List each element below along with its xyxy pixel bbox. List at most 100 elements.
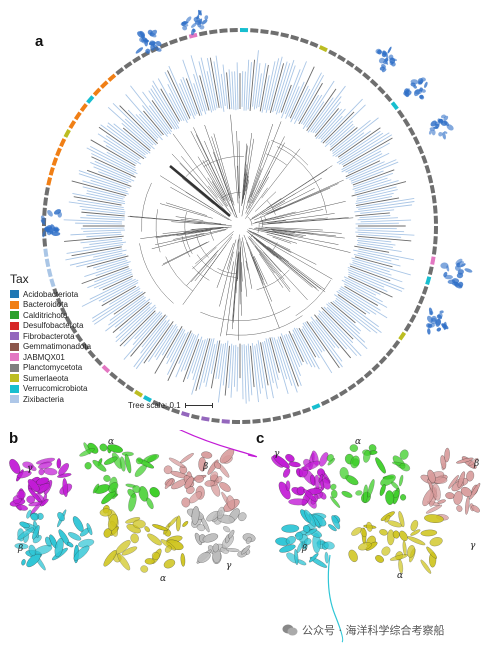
leaf-label — [310, 85, 346, 133]
ribbon-segment — [469, 482, 481, 500]
leaf-label — [209, 57, 220, 108]
structure-blob — [443, 321, 447, 331]
structure-blob — [429, 127, 435, 131]
leaf-label — [356, 189, 398, 200]
taxonomy-ring-segment — [363, 370, 373, 379]
leaf-label — [341, 142, 390, 171]
tree-branch — [255, 239, 275, 257]
c-gamma-domain — [271, 450, 331, 509]
leaf-label — [87, 269, 133, 289]
leaf-label — [332, 117, 379, 154]
legend-label: Calditrichota — [23, 310, 68, 320]
tree-branch — [248, 230, 333, 280]
leaf-label — [358, 248, 414, 261]
taxonomy-ring-segment — [43, 197, 49, 206]
tree-branch — [252, 209, 324, 224]
taxonomy-ring-segment — [46, 268, 53, 278]
leaf-label — [335, 130, 371, 157]
ribbon-segment — [54, 537, 64, 558]
leaf-label — [81, 278, 136, 307]
tree-branch — [266, 233, 298, 244]
leaf-label — [249, 59, 255, 112]
taxonomy-ring-segment — [425, 276, 432, 286]
taxonomy-ring-segment — [68, 120, 77, 130]
taxonomy-ring-segment — [262, 417, 271, 423]
leaf-label — [280, 333, 302, 386]
leaf-label — [86, 214, 125, 219]
ribbon-segment — [38, 468, 45, 476]
leaf-label — [105, 299, 146, 332]
leaf-label — [228, 69, 233, 110]
leaf-label — [109, 295, 145, 321]
ribbon-segment — [103, 475, 111, 482]
leaf-label — [280, 69, 301, 119]
tree-branch — [175, 216, 204, 221]
structure-blob — [47, 209, 53, 217]
ribbon-segment — [385, 490, 395, 505]
leaf-label — [341, 150, 382, 173]
leaf-label — [357, 252, 392, 262]
leaf-label — [135, 114, 159, 139]
ribbon-segment — [103, 456, 118, 465]
legend-label: Acidobacteriota — [23, 289, 79, 299]
ribbon-segment — [355, 490, 363, 496]
leaf-label — [348, 273, 388, 292]
tree-branch — [261, 187, 315, 216]
c-alpha-top-domain — [326, 444, 411, 508]
ribbon-segment — [468, 458, 479, 466]
leaf-label — [65, 248, 123, 261]
leaf-label — [231, 71, 235, 110]
leaf-label — [94, 160, 132, 178]
ribbon-segment — [163, 559, 176, 569]
ribbon-segment — [407, 536, 426, 546]
tree-branch — [182, 178, 214, 205]
leaf-label — [80, 227, 125, 230]
leaf-label — [352, 259, 390, 273]
legend-label: Gemmatimonadota — [23, 342, 92, 352]
leaf-label — [243, 71, 246, 111]
tree-branch — [259, 253, 284, 288]
ribbon-segment — [331, 515, 341, 530]
taxonomy-ring-segment — [392, 340, 401, 349]
structure-thumbnail — [428, 114, 454, 140]
leaf-label — [75, 222, 123, 225]
tree-branch — [204, 140, 230, 202]
legend-swatch — [10, 384, 19, 393]
tree-branch — [250, 234, 317, 289]
ribbon-segment — [387, 529, 395, 546]
leaf-label — [304, 321, 325, 352]
tree-arc — [196, 233, 209, 258]
legend-swatch — [10, 311, 19, 320]
leaf-label — [186, 336, 203, 380]
structure-blob — [185, 16, 192, 23]
tree-branch — [180, 219, 222, 225]
taxonomy-ring-segment — [421, 285, 429, 295]
ribbon-segment — [56, 458, 62, 469]
leaf-label — [151, 100, 173, 130]
leaf-label — [343, 276, 381, 295]
leaf-label — [198, 61, 213, 113]
ribbon-segment — [62, 478, 68, 497]
tree-branch — [247, 236, 275, 274]
leaf-label — [105, 145, 137, 165]
ribbon-segment — [330, 483, 337, 490]
tree-branch — [235, 251, 239, 294]
leaf-label — [344, 279, 377, 296]
leaf-label — [339, 130, 381, 160]
structure-blob — [155, 40, 162, 47]
ribbon-segment — [144, 526, 150, 533]
leaf-label — [329, 127, 358, 151]
tree-branch — [241, 143, 248, 206]
ribbon-segment — [384, 515, 391, 523]
legend-label: Zixibacteria — [23, 394, 64, 404]
ribbon-segment — [407, 545, 416, 558]
legend-item: Gemmatimonadota — [10, 342, 91, 353]
leaf-label — [78, 170, 131, 189]
tree-arc — [266, 200, 276, 215]
leaf-label — [344, 285, 379, 306]
leaf-label — [351, 257, 411, 276]
taxonomy-ring-segment — [117, 378, 126, 387]
leaf-label — [325, 104, 366, 144]
tree-branch — [240, 247, 242, 316]
